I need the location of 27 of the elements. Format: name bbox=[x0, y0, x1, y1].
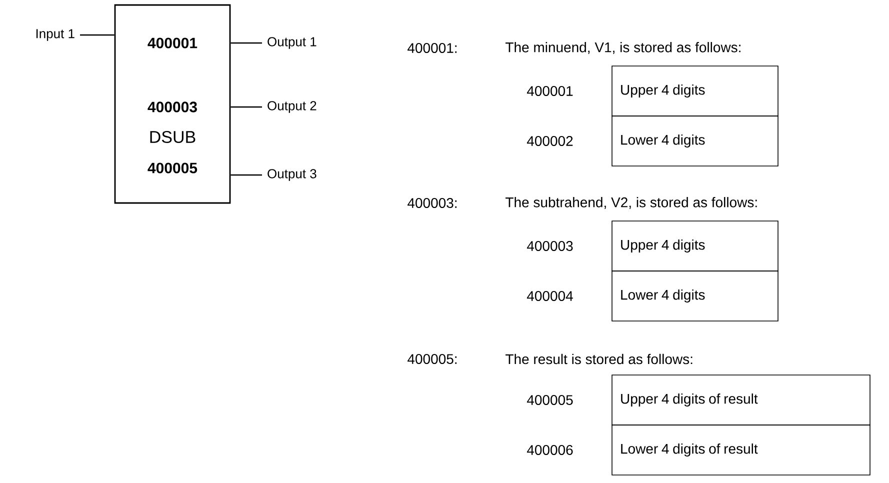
terminal-label: Output 3 bbox=[268, 169, 316, 181]
connector-line bbox=[230, 174, 262, 176]
register-cell: Lower 4 digits bbox=[612, 116, 778, 166]
terminal-label: Output 1 bbox=[268, 37, 316, 49]
register-cell: Upper 4 digits bbox=[612, 66, 778, 116]
register-address: 400004 bbox=[526, 291, 573, 301]
address-heading: 400001: bbox=[408, 43, 457, 53]
register-address: 400002 bbox=[526, 136, 573, 146]
terminal-label: Output 2 bbox=[268, 101, 316, 113]
register-cell: Upper 4 digits bbox=[612, 220, 778, 272]
address-heading: 400003: bbox=[408, 198, 457, 208]
description-text: The minuend, V1, is stored as follows: bbox=[506, 42, 740, 54]
register-address: 400003 bbox=[526, 241, 573, 251]
register-address: 400006 bbox=[526, 445, 573, 455]
connector-line bbox=[230, 42, 262, 44]
function-block: 400001 400003 DSUB 400005 bbox=[114, 4, 231, 204]
address-heading: 400005: bbox=[408, 354, 457, 364]
connector-line bbox=[80, 34, 114, 36]
register-address: 400005 bbox=[526, 395, 573, 405]
description-text: The result is stored as follows: bbox=[506, 354, 692, 364]
connector-line bbox=[230, 106, 262, 108]
register-address: 400001 bbox=[526, 86, 573, 96]
description-text: The subtrahend, V2, is stored as follows: bbox=[506, 197, 757, 209]
register-cell: Upper 4 digits of result bbox=[612, 374, 870, 426]
register-cell: Lower 4 digits of result bbox=[612, 424, 870, 476]
terminal-label: Input 1 bbox=[36, 29, 74, 41]
register-cell: Lower 4 digits bbox=[612, 270, 778, 322]
